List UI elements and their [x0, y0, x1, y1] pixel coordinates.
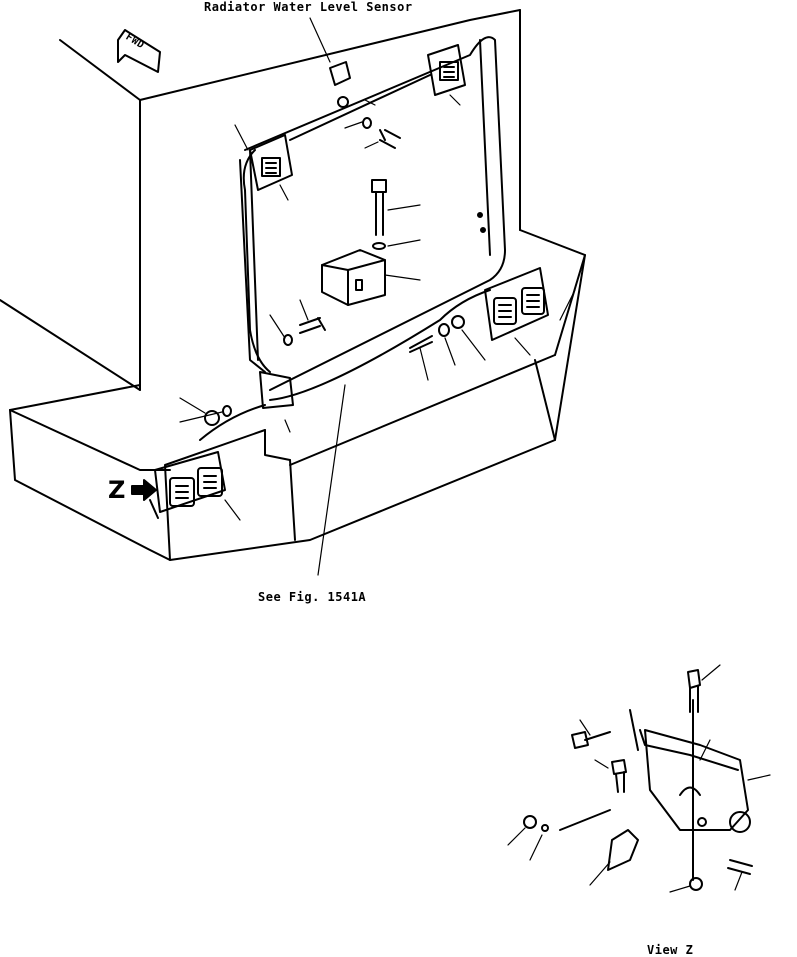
- lamp-upper-right: [427, 44, 466, 96]
- z-marker: Z: [108, 476, 126, 504]
- fwd-arrow-icon: [117, 29, 161, 73]
- lamp-upper-left: [249, 134, 293, 191]
- lamp-lower-left: [154, 451, 226, 513]
- view-z-detail: [523, 669, 753, 891]
- relay-box: [321, 249, 386, 306]
- see-fig-label: See Fig. 1541A: [258, 590, 367, 604]
- wiring-harness: [199, 74, 491, 441]
- radiator-panel: [239, 36, 506, 391]
- hardware: [149, 61, 465, 519]
- view-z-label: View Z: [647, 943, 694, 957]
- lamp-center-small: [259, 371, 294, 409]
- view-z-leaders: [507, 664, 771, 893]
- machine-body: [0, 9, 586, 561]
- leader-lines: [179, 17, 576, 576]
- lamp-lower-right: [484, 267, 549, 341]
- sensor-label: Radiator Water Level Sensor: [204, 0, 413, 14]
- view-z-arrow-icon: [131, 479, 157, 501]
